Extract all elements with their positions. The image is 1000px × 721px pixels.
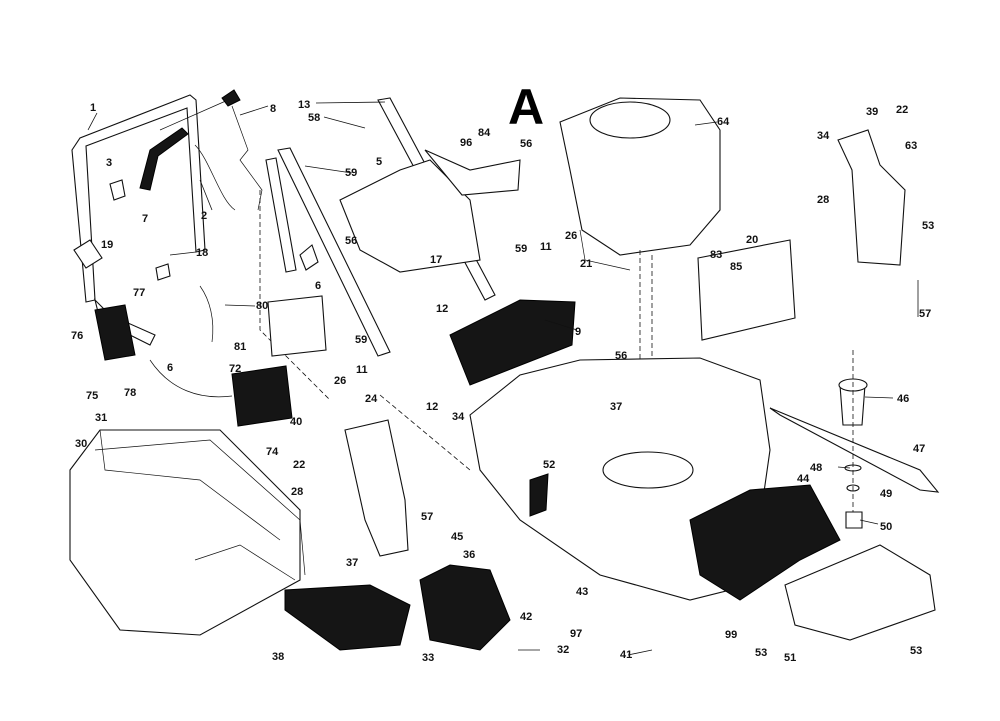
callout-30: 30 <box>75 438 87 450</box>
callout-46: 46 <box>897 393 909 405</box>
callout-32: 32 <box>557 644 569 656</box>
callout-11b: 11 <box>356 364 368 376</box>
callout-77: 77 <box>133 287 145 299</box>
callout-9: 9 <box>575 326 581 338</box>
page-letter: A <box>508 79 544 135</box>
callout-57a: 57 <box>919 308 931 320</box>
engine <box>559 97 721 470</box>
callout-37a: 37 <box>610 401 622 413</box>
callout-50: 50 <box>880 521 892 533</box>
callout-26b: 26 <box>334 375 346 387</box>
callout-53b: 53 <box>755 647 767 659</box>
electric-start-components <box>94 285 327 427</box>
callout-47: 47 <box>913 443 925 455</box>
callout-64: 64 <box>717 116 730 128</box>
callout-28a: 28 <box>817 194 829 206</box>
callout-85: 85 <box>730 261 742 273</box>
callout-39: 39 <box>866 106 878 118</box>
blade-assembly <box>769 350 940 529</box>
callout-63: 63 <box>905 140 917 152</box>
callout-99: 99 <box>725 629 737 641</box>
callout-26a: 26 <box>565 230 577 242</box>
callout-57b: 57 <box>421 511 433 523</box>
callout-31: 31 <box>95 412 107 424</box>
callout-96: 96 <box>460 137 472 149</box>
callout-2: 2 <box>201 210 207 222</box>
callout-28b: 28 <box>291 486 303 498</box>
callout-43: 43 <box>576 586 588 598</box>
rear-flap <box>339 149 521 273</box>
callout-42: 42 <box>520 611 532 623</box>
callout-75: 75 <box>86 390 98 402</box>
callout-leaders <box>87 101 919 656</box>
handle-assembly <box>71 89 319 346</box>
grass-catcher <box>69 429 306 636</box>
mower-deck <box>449 299 841 601</box>
callout-13: 13 <box>298 99 310 111</box>
callout-34b: 34 <box>452 411 465 423</box>
callout-22a: 22 <box>896 104 908 116</box>
callout-8: 8 <box>270 103 276 115</box>
callout-59a: 59 <box>345 167 357 179</box>
side-components <box>344 129 936 641</box>
callout-17: 17 <box>430 254 442 266</box>
callout-3: 3 <box>106 157 112 169</box>
callout-81: 81 <box>234 341 246 353</box>
callout-38: 38 <box>272 651 284 663</box>
callout-59c: 59 <box>355 334 367 346</box>
callout-51: 51 <box>784 652 796 664</box>
callout-labels: 1 2 3 5 6 6 7 8 9 11 11 12 12 13 17 18 1… <box>71 99 934 664</box>
callout-76: 76 <box>71 330 83 342</box>
callout-18: 18 <box>196 247 208 259</box>
callout-83: 83 <box>710 249 722 261</box>
callout-1: 1 <box>90 102 96 114</box>
callout-48: 48 <box>810 462 822 474</box>
callout-97: 97 <box>570 628 582 640</box>
callout-19: 19 <box>101 239 113 251</box>
callout-44: 44 <box>797 473 810 485</box>
callout-58: 58 <box>308 112 320 124</box>
callout-5: 5 <box>376 156 382 168</box>
callout-53a: 53 <box>922 220 934 232</box>
callout-20: 20 <box>746 234 758 246</box>
callout-12b: 12 <box>426 401 438 413</box>
callout-6b: 6 <box>167 362 173 374</box>
callout-34a: 34 <box>817 130 830 142</box>
callout-36: 36 <box>463 549 475 561</box>
callout-41: 41 <box>620 649 632 661</box>
callout-22b: 22 <box>293 459 305 471</box>
callout-7: 7 <box>142 213 148 225</box>
callout-59b: 59 <box>515 243 527 255</box>
callout-56b: 56 <box>345 235 357 247</box>
callout-12a: 12 <box>436 303 448 315</box>
callout-80: 80 <box>256 300 268 312</box>
callout-24: 24 <box>365 393 378 405</box>
callout-72: 72 <box>229 363 241 375</box>
callout-21: 21 <box>580 258 592 270</box>
callout-33: 33 <box>422 652 434 664</box>
callout-40: 40 <box>290 416 302 428</box>
callout-56c: 56 <box>615 350 627 362</box>
callout-11a: 11 <box>540 241 552 253</box>
callout-74: 74 <box>266 446 279 458</box>
callout-52: 52 <box>543 459 555 471</box>
callout-37b: 37 <box>346 557 358 569</box>
callout-56a: 56 <box>520 138 532 150</box>
callout-78: 78 <box>124 387 136 399</box>
callout-6a: 6 <box>315 280 321 292</box>
callout-84: 84 <box>478 127 491 139</box>
deflectors <box>284 564 511 651</box>
callout-53c: 53 <box>910 645 922 657</box>
callout-49: 49 <box>880 488 892 500</box>
callout-45: 45 <box>451 531 463 543</box>
